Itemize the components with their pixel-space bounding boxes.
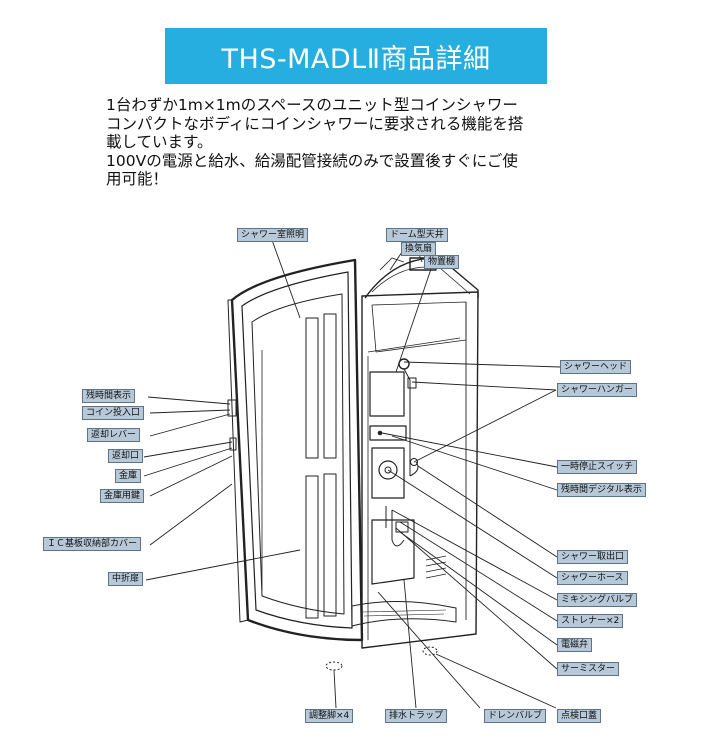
label-cash-box: 金庫 xyxy=(115,469,142,483)
product-description: 1台わずか1m×1mのスペースのユニット型コインシャワー コンパクトなボディにコ… xyxy=(106,96,626,189)
description-line: 載しています。 xyxy=(106,133,213,151)
floor-pan xyxy=(351,600,457,627)
description-line: 100Vの電源と給水、給湯配管接続のみで設置後すぐにご使 xyxy=(106,151,518,170)
label-pause-switch: 一時停止スイッチ xyxy=(557,460,638,474)
shower-unit-illustration xyxy=(227,257,479,671)
label-drain-trap: 排水トラップ xyxy=(385,709,448,723)
unit-body xyxy=(361,291,479,649)
label-shower-head: シャワーヘッド xyxy=(560,360,632,374)
label-coin-slot: コイン投入口 xyxy=(82,406,145,420)
label-return-lever: 返却レバー xyxy=(87,428,141,442)
leader-lines xyxy=(143,239,561,709)
label-strainer: ストレナー×2 xyxy=(557,614,624,628)
folding-door-panel xyxy=(305,317,319,459)
label-shower-room-light: シャワー室照明 xyxy=(237,228,309,242)
label-thermistor: サーミスター xyxy=(557,662,620,676)
label-solenoid-valve: 電磁弁 xyxy=(557,638,593,652)
label-cash-box-key: 金庫用鍵 xyxy=(100,489,145,503)
page-title: THS-MADLⅡ商品詳細 xyxy=(221,43,491,75)
shower-head xyxy=(398,358,410,370)
control-panel xyxy=(369,425,407,441)
label-ventilation-fan: 換気扇 xyxy=(401,242,437,256)
label-remaining-time-display: 残時間表示 xyxy=(82,389,136,403)
service-compartment xyxy=(371,519,415,585)
adjuster-foot xyxy=(325,661,343,671)
description-line: 1台わずか1m×1mのスペースのユニット型コインシャワー xyxy=(106,96,518,114)
description-line: 用可能！ xyxy=(106,170,169,188)
coin-module xyxy=(227,399,237,417)
shower-outlet xyxy=(371,447,405,499)
label-shower-hose: シャワーホース xyxy=(557,571,628,585)
storage-shelf xyxy=(369,371,405,417)
description-line: コンパクトなボディにコインシャワーに要求される機能を搭 xyxy=(106,114,524,133)
label-shower-outlet: シャワー取出口 xyxy=(557,550,629,564)
label-drain-valve: ドレンバルブ xyxy=(484,709,547,723)
label-remaining-time-digital: 残時間デジタル表示 xyxy=(557,483,646,497)
door-glass xyxy=(251,293,345,615)
label-shower-hanger: シャワーハンガー xyxy=(557,383,637,397)
title-banner: THS-MADLⅡ商品詳細 xyxy=(165,28,547,84)
door-frame xyxy=(230,258,364,642)
label-mixing-valve: ミキシングバルブ xyxy=(557,593,638,607)
label-return-slot: 返却口 xyxy=(108,449,144,463)
label-storage-shelf: 物置棚 xyxy=(424,255,460,269)
label-adjuster-foot: 調整脚×4 xyxy=(305,709,354,723)
label-folding-door: 中折扉 xyxy=(108,572,144,586)
label-dome-ceiling: ドーム型天井 xyxy=(386,228,448,242)
label-inspection-cover: 点検口蓋 xyxy=(557,709,602,723)
label-ic-board-cover: ＩＣ基板収納部カバー xyxy=(43,537,142,551)
